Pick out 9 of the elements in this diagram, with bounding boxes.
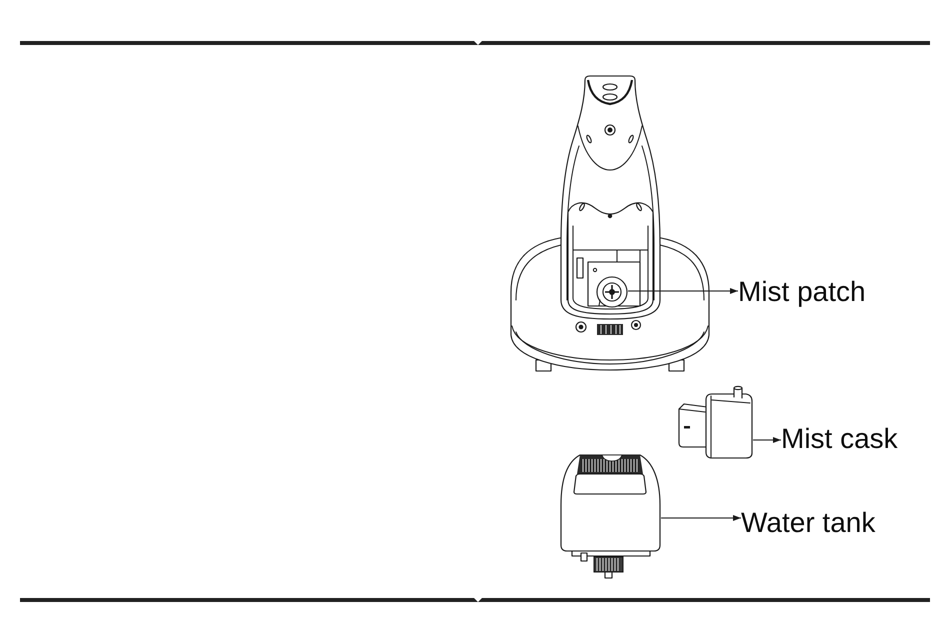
leader-line (628, 288, 738, 294)
leader-line (752, 437, 782, 443)
part-label: Water tank (741, 507, 876, 539)
leader-line (660, 515, 742, 521)
disc-drawing (596, 276, 628, 308)
part-label: Mist cask (781, 423, 898, 455)
part-label: Mist patch (738, 276, 866, 308)
cask-drawing (677, 383, 753, 461)
tank-drawing (559, 452, 661, 580)
